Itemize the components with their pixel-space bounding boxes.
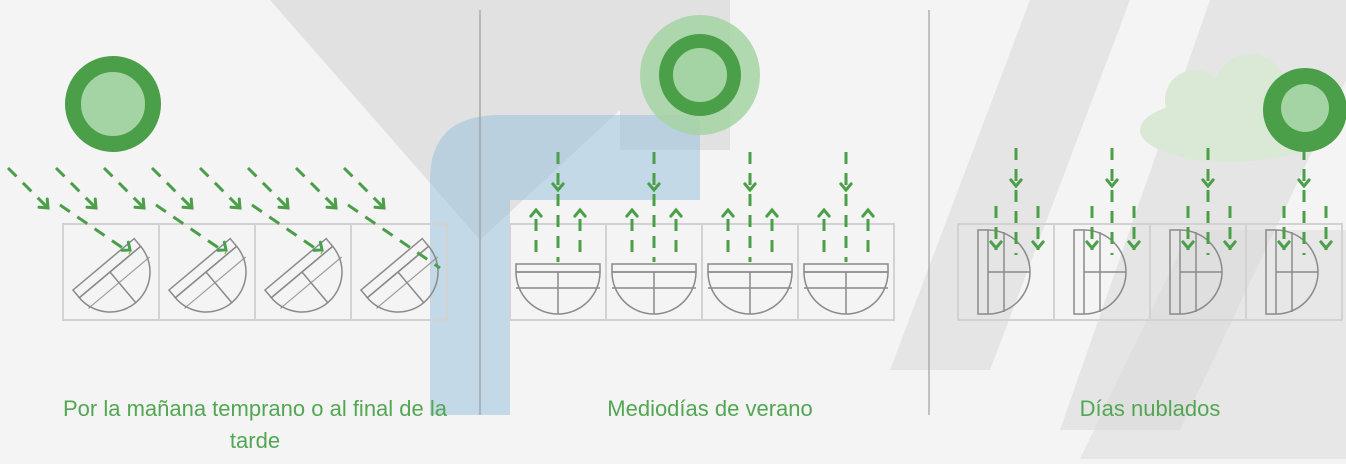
watermark-shape bbox=[890, 0, 1130, 370]
arrow-icon bbox=[1105, 178, 1119, 189]
panel-summer-noon bbox=[509, 15, 895, 321]
louver-blade bbox=[803, 263, 889, 273]
arrow-icon bbox=[573, 207, 587, 218]
louver-blade bbox=[611, 263, 697, 273]
arrow-icon bbox=[551, 182, 565, 193]
watermark-shape bbox=[430, 115, 700, 415]
window-cell bbox=[1245, 223, 1343, 321]
arrow-icon bbox=[325, 197, 338, 210]
arrow-icon bbox=[625, 207, 639, 218]
arrow-icon bbox=[1009, 178, 1023, 189]
louver-blade bbox=[279, 256, 343, 309]
arrow-icon bbox=[229, 197, 242, 210]
arrow-icon bbox=[277, 197, 290, 210]
caption-early-late: Por la mañana temprano o al final de la … bbox=[62, 396, 447, 453]
arrow-icon bbox=[817, 207, 831, 218]
louver-blade bbox=[707, 271, 793, 315]
louver-blade bbox=[397, 271, 425, 304]
arrow-icon bbox=[743, 182, 757, 193]
louver-blade bbox=[174, 245, 247, 313]
caption-summer-noon: Mediodías de verano bbox=[607, 396, 813, 421]
louver-blade bbox=[375, 256, 439, 309]
arrow-icon bbox=[37, 197, 50, 210]
louver-blade bbox=[109, 271, 137, 304]
louver-blade bbox=[87, 256, 151, 309]
light-ray bbox=[342, 166, 386, 210]
arrow-icon bbox=[721, 207, 735, 218]
arrow-icon bbox=[133, 197, 146, 210]
arrow-icon bbox=[989, 240, 1003, 251]
louver-blade bbox=[359, 237, 430, 299]
sun-icon bbox=[65, 56, 161, 152]
louver-blade bbox=[183, 256, 247, 309]
light-ray bbox=[251, 203, 323, 255]
arrow-icon bbox=[1297, 178, 1311, 189]
light-ray bbox=[198, 166, 242, 210]
arrow-icon bbox=[373, 197, 386, 210]
arrow-icon bbox=[312, 240, 324, 252]
louver-blade bbox=[78, 245, 151, 313]
light-ray bbox=[155, 203, 227, 255]
louver-tilted bbox=[167, 237, 247, 313]
louver-tilted bbox=[71, 237, 151, 313]
light-ray bbox=[294, 166, 338, 210]
arrow-icon bbox=[1201, 178, 1215, 189]
arrow-icon bbox=[839, 182, 853, 193]
louver-tilted bbox=[359, 237, 439, 313]
arrow-icon bbox=[120, 240, 132, 252]
louver-blade bbox=[707, 263, 793, 273]
louver-blade bbox=[270, 245, 343, 313]
panel-cloudy bbox=[957, 54, 1346, 321]
louver-blade bbox=[301, 271, 329, 304]
arrow-icon bbox=[861, 207, 875, 218]
arrow-icon bbox=[181, 197, 194, 210]
panel-early-late bbox=[6, 56, 448, 321]
panels bbox=[6, 15, 1346, 321]
arrow-icon bbox=[1223, 240, 1237, 251]
louver-blade bbox=[515, 263, 601, 273]
louver-blade bbox=[803, 271, 889, 315]
light-ray bbox=[246, 166, 290, 210]
watermark-shape bbox=[1080, 230, 1346, 459]
arrow-icon bbox=[1319, 240, 1333, 251]
arrow-icon bbox=[1031, 240, 1045, 251]
window-cell bbox=[350, 223, 448, 321]
light-ray bbox=[150, 166, 194, 210]
arrow-icon bbox=[1127, 240, 1141, 251]
arrow-icon bbox=[647, 182, 661, 193]
light-ray bbox=[59, 203, 131, 255]
louver-tilted bbox=[263, 237, 343, 313]
light-ray bbox=[102, 166, 146, 210]
louver-blade bbox=[366, 245, 439, 313]
arrow-icon bbox=[1085, 240, 1099, 251]
arrow-icon bbox=[529, 207, 543, 218]
louver-blade bbox=[515, 271, 601, 315]
louver-blade bbox=[205, 271, 233, 304]
sun-icon bbox=[659, 34, 741, 116]
arrow-icon bbox=[216, 240, 228, 252]
sun-icon bbox=[1281, 84, 1329, 132]
arrow-icon bbox=[669, 207, 683, 218]
arrow-icon bbox=[1277, 240, 1291, 251]
arrow-icon bbox=[1181, 240, 1195, 251]
cloud-icon bbox=[1165, 70, 1225, 130]
arrow-icon bbox=[85, 197, 98, 210]
light-ray bbox=[347, 203, 441, 270]
panel-dividers bbox=[479, 10, 930, 415]
arrow-icon bbox=[765, 207, 779, 218]
light-ray bbox=[54, 166, 98, 210]
louver-blade bbox=[611, 271, 697, 315]
light-ray bbox=[6, 166, 50, 210]
caption-cloudy: Días nublados bbox=[1079, 396, 1221, 421]
